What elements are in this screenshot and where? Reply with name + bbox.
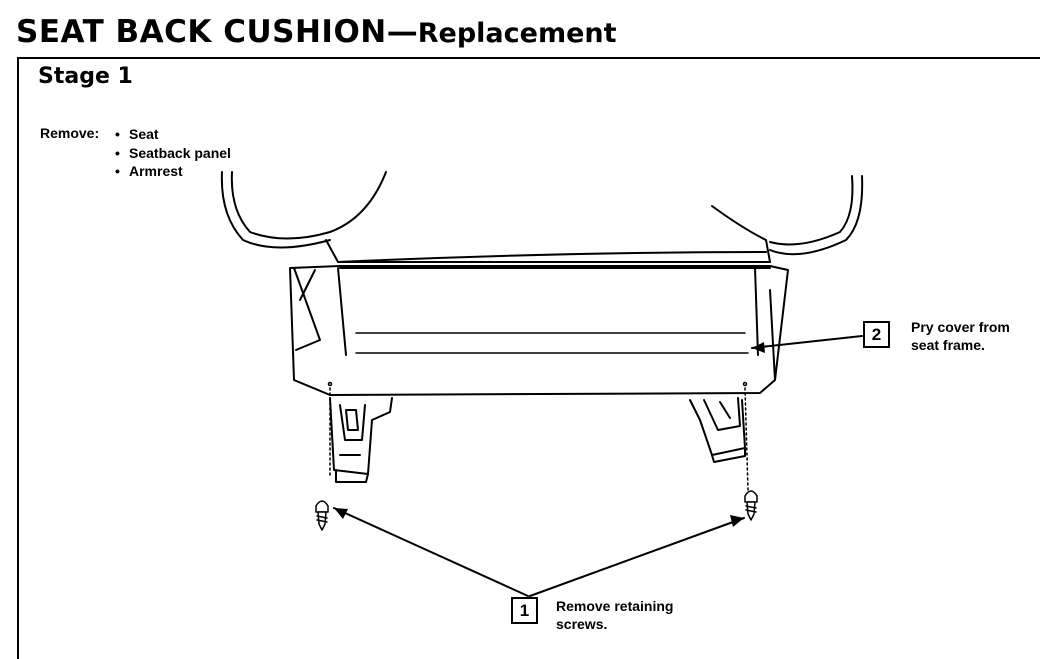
seat-back-illustration xyxy=(220,171,864,597)
seat-back-cover xyxy=(289,265,789,396)
title-main: SEAT BACK CUSHION xyxy=(16,14,387,50)
screw-icon-right xyxy=(744,490,758,521)
callout-arrows xyxy=(333,335,863,597)
callout-2-line1: Pry cover from xyxy=(911,319,1010,335)
left-bracket xyxy=(329,397,393,483)
seat-back-outline xyxy=(220,171,864,269)
callout-1-line1: Remove retaining xyxy=(556,598,674,614)
stage-heading: Stage 1 xyxy=(38,64,133,89)
section-frame xyxy=(17,57,1040,659)
right-bracket xyxy=(689,397,746,463)
title-sub: Replacement xyxy=(417,18,617,49)
callout-2-line2: seat frame. xyxy=(911,337,985,353)
remove-item-seat: Seat xyxy=(115,125,239,144)
remove-list: Seat Seatback panel Armrest xyxy=(115,125,239,181)
callout-2-badge: 2 xyxy=(863,321,890,348)
callout-2-text: Pry cover from seat frame. xyxy=(911,318,1010,354)
callout-1-line2: screws. xyxy=(556,616,608,632)
remove-item-seatback-panel: Seatback panel xyxy=(115,144,239,163)
callout-1-badge: 1 xyxy=(511,597,538,624)
screw-icon xyxy=(315,500,329,531)
page-title: SEAT BACK CUSHION—Replacement xyxy=(16,12,617,50)
callout-1-text: Remove retaining screws. xyxy=(556,597,673,633)
remove-label: Remove: xyxy=(40,125,100,141)
screw-holes xyxy=(327,381,749,491)
remove-item-armrest: Armrest xyxy=(115,162,239,181)
title-dash: — xyxy=(386,14,418,50)
